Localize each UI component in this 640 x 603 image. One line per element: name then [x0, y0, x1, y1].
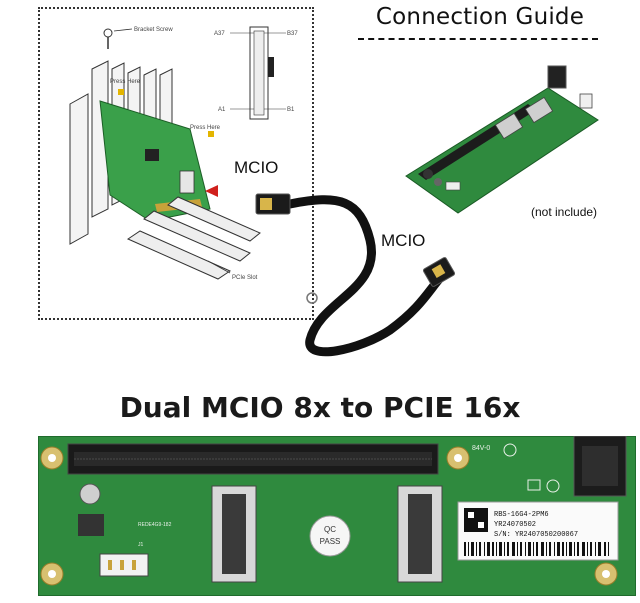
bracket-screw-icon: [103, 28, 113, 49]
riser-board-image: [405, 65, 599, 214]
bracket-screw-label: Bracket Screw: [134, 27, 173, 33]
not-included-note: (not include): [531, 205, 598, 219]
installation-diagram: Bracket Screw Press Here Press Here: [69, 26, 298, 281]
title-divider: [358, 38, 598, 40]
sticker-code: YR24070502: [494, 521, 536, 529]
sticker-model: RBS-16G4-2PM6: [494, 511, 549, 519]
silkscreen-left: REDE4G9-182: [138, 522, 172, 528]
mcio-label-right: MCIO: [381, 231, 426, 250]
compliance-icons: [503, 443, 560, 493]
press-here-top-label: Press Here: [110, 79, 141, 85]
product-title: Dual MCIO 8x to PCIE 16x: [119, 391, 521, 424]
pin-b1-label: B1: [287, 107, 295, 113]
pcie-slot-label: PCIe Slot: [232, 275, 258, 281]
qc-label: QC: [324, 525, 336, 534]
pin-a37-label: A37: [214, 31, 225, 37]
pin-b37-label: B37: [287, 31, 298, 37]
installation-diagram-frame: Bracket Screw Press Here Press Here: [38, 7, 314, 320]
insert-arrow-icon: [205, 185, 218, 197]
pin-a1-label: A1: [218, 107, 226, 113]
board-id-silkscreen: 84V-0: [472, 445, 490, 452]
serial-sticker: RBS-16G4-2PM6 YR24070502 S/N: YR24070502…: [457, 501, 619, 561]
sticker-sn: S/N: YR2407050200067: [494, 531, 578, 539]
qc-pass-sticker: QC PASS: [309, 515, 351, 557]
pass-label: PASS: [320, 537, 341, 546]
qr-code-icon: [464, 508, 488, 532]
silkscreen-mark: J1: [138, 542, 144, 548]
connection-guide-title: Connection Guide: [375, 4, 585, 30]
capacitor: [79, 483, 101, 505]
product-board-image: QC PASS RBS-16G4-2PM6 YR24070502 S/N: YR…: [38, 436, 636, 596]
mcio-cable: [255, 193, 456, 357]
pcie-slots-illustration: [126, 196, 261, 280]
mcio-socket-left: [211, 485, 257, 583]
press-here-bottom-label: Press Here: [190, 125, 221, 131]
mcio-socket-right: [397, 485, 443, 583]
pin-diagram: [230, 26, 286, 120]
barcode: [464, 542, 609, 556]
mcio-label-left: MCIO: [234, 158, 279, 177]
